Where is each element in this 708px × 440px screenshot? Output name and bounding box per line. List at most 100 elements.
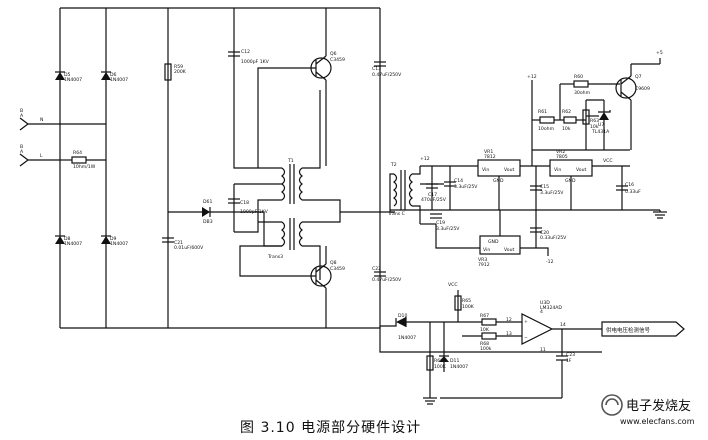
r68-value: 100k <box>480 346 492 352</box>
diode-d8-symbol <box>55 236 65 244</box>
resistor-r66 <box>426 355 434 371</box>
q7-ref: Q7 <box>635 74 642 80</box>
ground-symbol-detect <box>423 397 437 405</box>
d5-value: 1N4007 <box>64 77 82 83</box>
reference-regulator: R61 10ohm R62 10k R60 30ohm R63 10k U7 T… <box>532 50 663 151</box>
r66-ref: R66 <box>434 358 443 364</box>
c14-ref: C14 <box>454 178 463 184</box>
terminal-top-a: A <box>20 113 24 119</box>
transformer-t1 <box>281 164 303 250</box>
opamp-u3d <box>521 313 554 345</box>
c18-ref: C18 <box>240 200 249 206</box>
d10-ref: D10 <box>398 313 407 319</box>
c20-value: 0.33uF/25V <box>540 235 567 241</box>
d9-ref: D9 <box>110 236 117 242</box>
c15-ref: C15 <box>540 184 549 190</box>
u3d-ref: U3D <box>540 300 550 306</box>
net-vcc2-label: VCC <box>448 282 458 288</box>
resistor-r68 <box>481 332 497 340</box>
opamp-plus: + <box>524 319 528 325</box>
diode-d9-symbol <box>101 236 111 244</box>
watermark: 电子发烧友 www.elecfans.com <box>601 394 695 426</box>
d8-ref: D8 <box>64 236 71 242</box>
u7-ref: U7 <box>598 122 604 128</box>
r65-ref: R65 <box>462 298 471 304</box>
c19-ref: C19 <box>436 220 445 226</box>
inverter-stage: R59 200K C21 0.01uF/600V D61 DB3 C12 100… <box>160 7 402 329</box>
vr2-pin-vin: Vin <box>554 167 561 173</box>
r65-value: 100K <box>462 304 475 310</box>
r61-ref: R61 <box>538 109 547 115</box>
vr3-value: 7912 <box>478 262 490 268</box>
r60-value: 30ohm <box>574 90 591 96</box>
c21-ref: C21 <box>174 240 183 246</box>
resistor-r62 <box>563 116 577 124</box>
resistor-r65 <box>454 295 462 311</box>
diode-d6-symbol <box>101 72 111 80</box>
opamp-minus: − <box>524 336 528 341</box>
diode-d11-symbol <box>439 356 449 362</box>
r64-value: 10hm/1W <box>73 164 96 170</box>
d11-value: 1N4007 <box>450 364 468 370</box>
transistor-q6 <box>257 8 332 168</box>
r63-ref: R63 <box>590 118 599 124</box>
ground-symbol-right <box>653 210 667 219</box>
pin-11-label: 11 <box>540 347 546 353</box>
r59-ref: R59 <box>174 64 183 70</box>
c17-ref: C17 <box>428 192 437 198</box>
net-p5-label: +5 <box>656 50 663 56</box>
r64-ref: R64 <box>73 150 82 156</box>
vr3-pin-vout: Vout <box>504 247 515 253</box>
c19-value: 3.3uF/25V <box>436 226 460 232</box>
net-n12-label: -12 <box>546 259 554 265</box>
vr2-ref: VR2 <box>556 149 565 155</box>
r59-value: 200K <box>174 69 187 75</box>
d9-value: 1N4007 <box>110 241 128 247</box>
diac-d61 <box>202 207 210 217</box>
c21-value: 0.01uF/600V <box>174 245 204 251</box>
vr3-ref: VR3 <box>478 257 487 263</box>
q6-value: C3459 <box>330 57 345 63</box>
q8-ref: Q8 <box>330 260 337 266</box>
diode-d10-symbol <box>396 317 406 327</box>
d61-ref: D61 <box>203 199 212 205</box>
d11-ref: D11 <box>450 358 459 364</box>
figure-caption: 图 3.10 电源部分硬件设计 <box>240 420 421 436</box>
voltage-detection: D10 1N4007 R66 100K D11 1N4007 VCC R65 1… <box>379 282 685 405</box>
c23-ref: C23 <box>566 352 575 358</box>
c13-ref: C13 <box>372 66 381 72</box>
output-signal-label: 供电电压检测信号 <box>606 326 651 334</box>
d6-value: 1N4007 <box>110 77 128 83</box>
transistor-q7 <box>615 58 661 150</box>
t1-ref: T1 <box>287 158 294 164</box>
output-port <box>601 321 685 337</box>
net-p12b-label: +12 <box>527 74 537 80</box>
c17-value: 470uF/25V <box>421 197 447 203</box>
transformer-t2 <box>393 170 413 210</box>
diode-d5-symbol <box>55 72 65 80</box>
r68-ref: R68 <box>480 341 489 347</box>
r60-ref: R60 <box>574 74 583 80</box>
net-vcc-label: VCC <box>603 158 613 164</box>
terminal-label-l: L <box>40 153 43 159</box>
resistor-r63 <box>582 109 590 125</box>
c15-value: 3.3uF/25V <box>540 190 564 196</box>
q7-value: C9609 <box>635 86 650 92</box>
c20-ref: C20 <box>540 230 549 236</box>
t1-value: Trans3 <box>267 254 283 260</box>
resistor-r67 <box>481 318 497 326</box>
watermark-url: www.elecfans.com <box>620 417 695 426</box>
r62-ref: R62 <box>562 109 571 115</box>
pin-13-label: 13 <box>506 331 512 337</box>
q8-value: C3459 <box>330 266 345 272</box>
c12-ref: C12 <box>241 49 250 55</box>
watermark-text: 电子发烧友 <box>626 398 691 414</box>
terminal-bottom-b: B <box>20 144 23 150</box>
terminal-label-n: N <box>40 117 43 123</box>
vr1-value: 7812 <box>484 154 496 160</box>
net-p12-label: +12 <box>420 156 430 162</box>
vr1-ref: VR1 <box>484 149 493 155</box>
terminal-top-b: B <box>20 108 23 114</box>
resistor-r60 <box>573 80 589 88</box>
